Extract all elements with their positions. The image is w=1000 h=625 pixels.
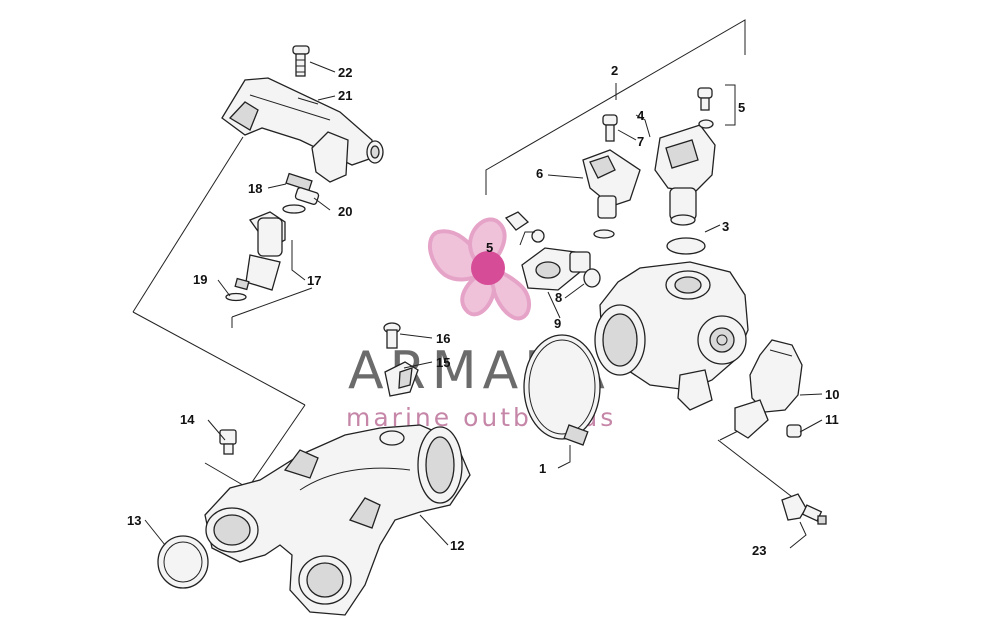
callout-5-left: 5 — [486, 240, 493, 255]
o-ring-13 — [157, 535, 209, 589]
screw-11 — [786, 424, 802, 438]
callout-labels: 1 2 3 4 5 5 6 7 8 9 10 11 12 13 14 15 16… — [127, 63, 839, 558]
cover-10 — [734, 339, 803, 439]
temp-sensor-23 — [781, 493, 827, 525]
callout-14: 14 — [180, 412, 195, 427]
hose-clamp-1 — [523, 334, 601, 446]
clamp-15 — [384, 361, 419, 397]
callout-5-right: 5 — [738, 100, 745, 115]
callout-23: 23 — [752, 543, 766, 558]
callout-4: 4 — [637, 108, 645, 123]
callout-7: 7 — [637, 134, 644, 149]
callout-10: 10 — [825, 387, 839, 402]
callout-22: 22 — [338, 65, 352, 80]
callout-6: 6 — [536, 166, 543, 181]
callout-13: 13 — [127, 513, 141, 528]
callout-12: 12 — [450, 538, 464, 553]
callout-9: 9 — [554, 316, 561, 331]
callout-3: 3 — [722, 219, 729, 234]
assembly-bracket-injector — [132, 136, 313, 489]
propeller-logo-icon — [428, 217, 531, 321]
screw-7 — [602, 114, 618, 142]
screw-22 — [292, 45, 310, 77]
map-sensor-9 — [521, 247, 591, 291]
callout-21: 21 — [338, 88, 352, 103]
throttle-body — [594, 261, 749, 411]
sensor-6 — [582, 149, 641, 239]
injector-17 — [225, 211, 286, 302]
o-ring-3 — [666, 237, 706, 255]
callout-15: 15 — [436, 355, 450, 370]
callout-8: 8 — [555, 290, 562, 305]
intake-manifold-12 — [204, 424, 471, 616]
screw-16 — [383, 322, 401, 349]
callout-20: 20 — [338, 204, 352, 219]
fuel-rail-21 — [221, 77, 384, 183]
callout-19: 19 — [193, 272, 207, 287]
bolt-14 — [219, 429, 237, 455]
o-ring-18 — [282, 204, 306, 214]
callout-2: 2 — [611, 63, 618, 78]
callout-1: 1 — [539, 461, 546, 476]
callout-16: 16 — [436, 331, 450, 346]
clip-20 — [285, 172, 320, 205]
o-ring-8 — [583, 268, 601, 288]
callout-17: 17 — [307, 273, 321, 288]
assembly-bracket-2 — [485, 19, 746, 195]
idle-valve-4 — [654, 124, 716, 226]
leader-lines — [144, 61, 823, 549]
callout-18: 18 — [248, 181, 262, 196]
screw-5-left — [504, 211, 545, 243]
callout-11: 11 — [825, 412, 839, 427]
screw-5-right — [697, 87, 714, 129]
